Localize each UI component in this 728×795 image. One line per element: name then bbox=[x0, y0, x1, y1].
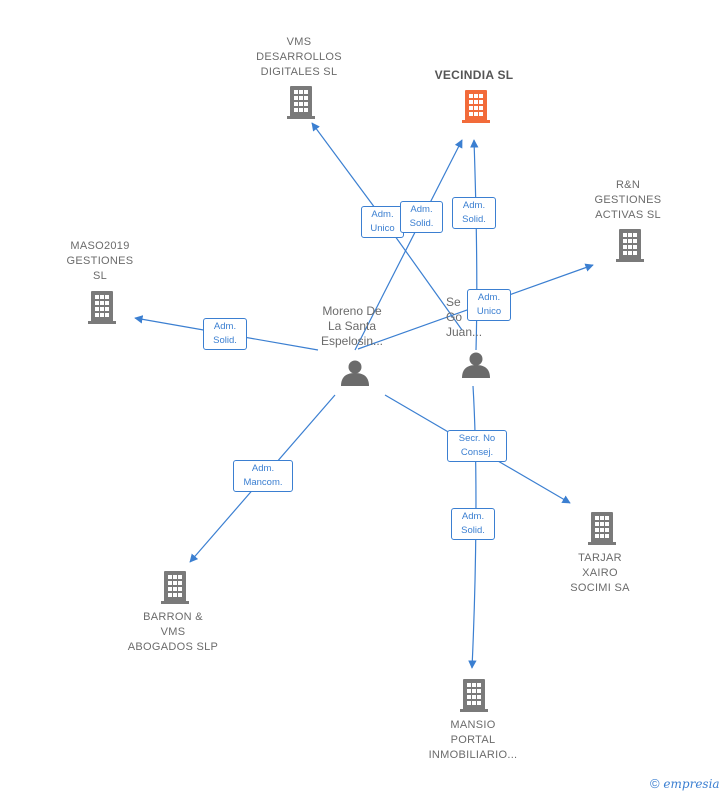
edge-moreno-vecindia bbox=[354, 139, 463, 351]
person-label-moreno[interactable]: Moreno De La Santa Espelosin... bbox=[320, 304, 384, 348]
company-label-barron[interactable]: BARRON & VMS ABOGADOS SLP bbox=[127, 611, 219, 653]
building-icon[interactable] bbox=[616, 229, 644, 262]
edge-label-adm-solid-vecindia-secr: Adm. Solid. bbox=[452, 197, 496, 229]
person-icon[interactable] bbox=[462, 352, 490, 379]
building-icon[interactable] bbox=[88, 291, 116, 324]
company-label-mansio[interactable]: MANSIO PORTAL INMOBILIARIO... bbox=[428, 719, 518, 761]
building-icon[interactable] bbox=[161, 571, 189, 604]
building-icon[interactable] bbox=[588, 512, 616, 545]
company-label-vms-desarrollos[interactable]: VMS DESARROLLOS DIGITALES SL bbox=[256, 36, 342, 78]
building-icon[interactable] bbox=[462, 90, 490, 123]
edge-label-adm-solid-mansio: Adm. Solid. bbox=[451, 508, 495, 540]
edge-label-adm-mancom: Adm. Mancom. bbox=[233, 460, 293, 492]
person-icon[interactable] bbox=[341, 360, 369, 387]
company-label-vecindia[interactable]: VECINDIA SL bbox=[434, 68, 514, 82]
edge-label-adm-solid-vecindia-moreno: Adm. Solid. bbox=[400, 201, 443, 233]
building-icon[interactable] bbox=[460, 679, 488, 712]
company-label-rn-gestiones[interactable]: R&N GESTIONES ACTIVAS SL bbox=[594, 179, 662, 221]
edge-secr-vecindia bbox=[470, 139, 479, 351]
brand-name: empresia bbox=[663, 777, 720, 791]
building-icon[interactable] bbox=[287, 86, 315, 119]
brand-logo[interactable]: © empresia bbox=[650, 776, 720, 791]
person-label-secr[interactable]: Se Go Juan... bbox=[446, 295, 483, 339]
edge-label-adm-unico-vms: Adm. Unico bbox=[361, 206, 404, 238]
edge-label-adm-solid-maso: Adm. Solid. bbox=[203, 318, 247, 350]
edge-label-secr-no-consej: Secr. No Consej. bbox=[447, 430, 507, 462]
company-label-tarjar[interactable]: TARJAR XAIRO SOCIMI SA bbox=[570, 552, 630, 594]
edge-moreno-vms bbox=[311, 122, 376, 209]
copyright-symbol: © bbox=[650, 776, 660, 791]
company-label-maso2019[interactable]: MASO2019 GESTIONES SL bbox=[66, 240, 134, 282]
edge-label-adm-unico-rn: Adm. Unico bbox=[467, 289, 511, 321]
